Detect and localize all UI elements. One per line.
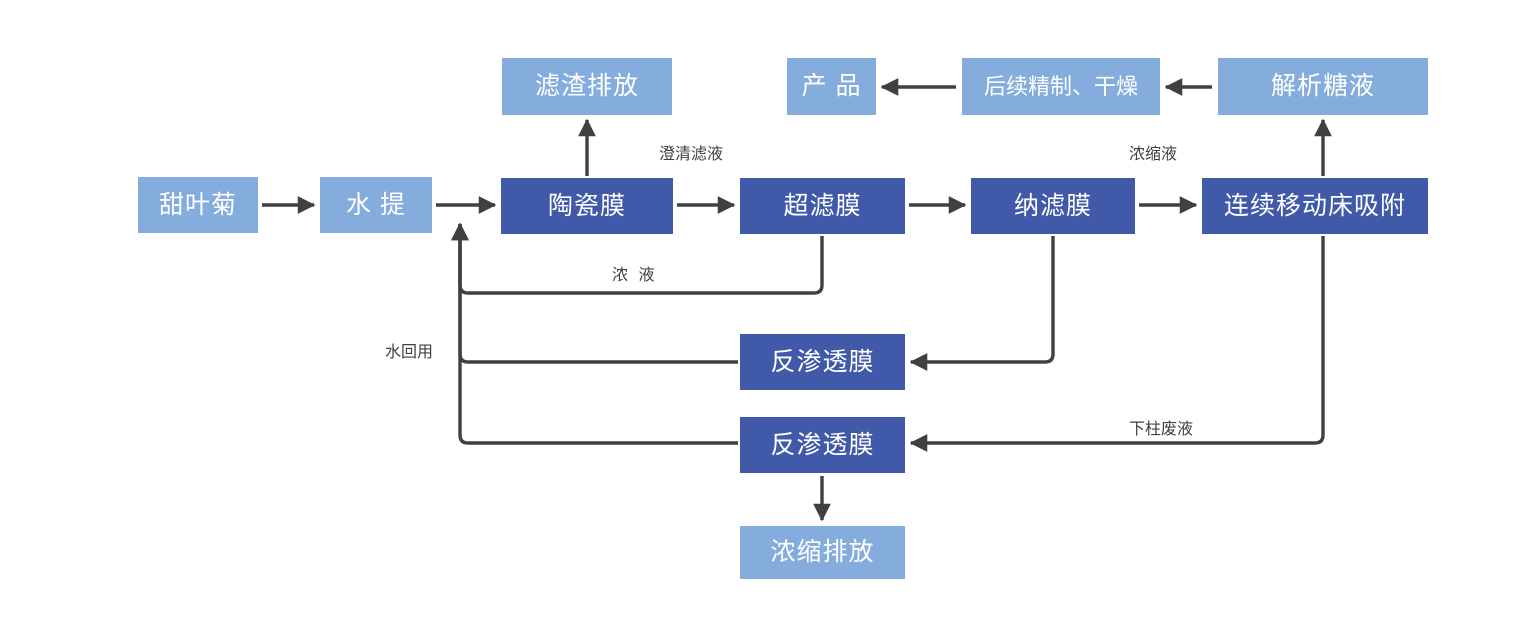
edge-label-concentrate: 浓缩液	[1129, 146, 1178, 163]
node-refining-drying[interactable]: 后续精制、干燥	[962, 58, 1160, 115]
node-water-extract[interactable]: 水 提	[320, 177, 432, 233]
node-label: 甜叶菊	[158, 190, 237, 219]
node-residue-discharge[interactable]: 滤渣排放	[502, 58, 672, 115]
node-label: 产 品	[801, 72, 862, 100]
edge-label-water-reuse: 水回用	[385, 344, 434, 361]
edge-label-retentate: 浓 液	[612, 267, 658, 284]
edge-ro-2-water-reuse-to-ceramic	[451, 222, 738, 445]
node-concentrate-discharge[interactable]: 浓缩排放	[740, 526, 905, 579]
edge-ro-1-water-reuse-to-ceramic	[451, 222, 738, 364]
edge-label-column-effluent: 下柱废液	[1129, 421, 1194, 438]
node-label: 纳滤膜	[1013, 191, 1092, 220]
node-label: 后续精制、干燥	[983, 73, 1138, 99]
node-label: 反渗透膜	[770, 347, 875, 376]
node-label: 反渗透膜	[770, 430, 875, 459]
edge-cmb-adsorb-to-ro-2	[909, 236, 1325, 452]
node-product[interactable]: 产 品	[787, 58, 876, 115]
node-label: 浓缩排放	[770, 538, 875, 566]
node-reverse-osmosis-membrane-1[interactable]: 反渗透膜	[740, 334, 905, 390]
node-nanofiltration-membrane[interactable]: 纳滤膜	[971, 178, 1135, 234]
node-reverse-osmosis-membrane-2[interactable]: 反渗透膜	[740, 417, 905, 473]
node-desorbed-sugar-solution[interactable]: 解析糖液	[1218, 58, 1428, 115]
node-label: 滤渣排放	[534, 72, 639, 100]
node-label: 解析糖液	[1270, 72, 1375, 100]
edge-nf-to-ro-1	[909, 236, 1055, 371]
node-label: 水 提	[346, 190, 406, 219]
node-label: 连续移动床吸附	[1223, 191, 1406, 220]
edge-label-clear-filtrate: 澄清滤液	[659, 146, 724, 163]
node-label: 陶瓷膜	[547, 191, 626, 220]
node-ceramic-membrane[interactable]: 陶瓷膜	[501, 178, 673, 234]
node-ultrafiltration-membrane[interactable]: 超滤膜	[740, 178, 905, 234]
node-continuous-moving-bed-adsorption[interactable]: 连续移动床吸附	[1202, 178, 1428, 234]
node-stevia[interactable]: 甜叶菊	[138, 177, 258, 233]
node-label: 超滤膜	[783, 191, 862, 220]
